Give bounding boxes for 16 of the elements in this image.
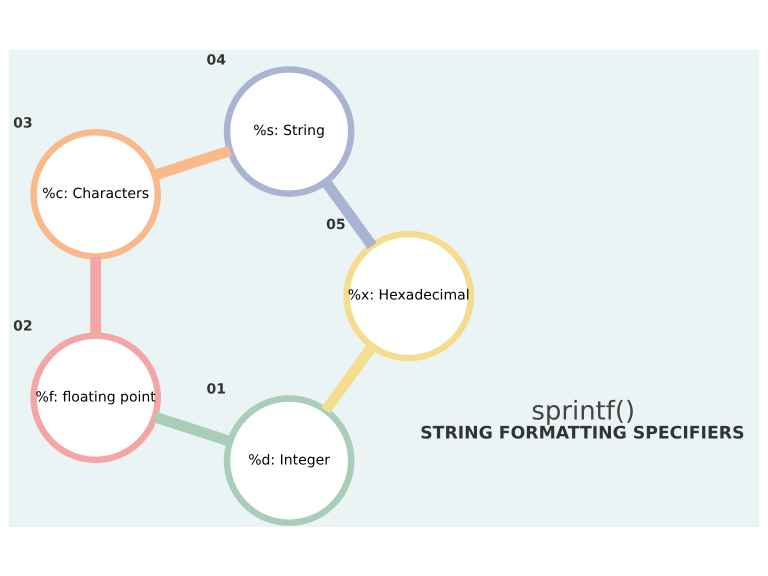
node-label: 03 [13, 114, 33, 131]
node-circle: %f: floating point [30, 332, 161, 463]
node-circle: %d: Integer [224, 394, 354, 526]
node-circle: %c: Characters [30, 128, 161, 260]
node-label: 05 [326, 216, 346, 233]
connector [321, 178, 377, 248]
node-label: 01 [206, 381, 226, 398]
node-circle: %x: Hexadecimal [343, 230, 474, 361]
connector [153, 411, 232, 446]
node-label: 04 [206, 52, 226, 68]
connector [321, 342, 377, 414]
node-label: 02 [13, 318, 33, 334]
connector [153, 145, 232, 180]
node-circle: %s: String [224, 66, 354, 196]
label: sprintf() [531, 396, 636, 426]
connector [90, 256, 102, 336]
